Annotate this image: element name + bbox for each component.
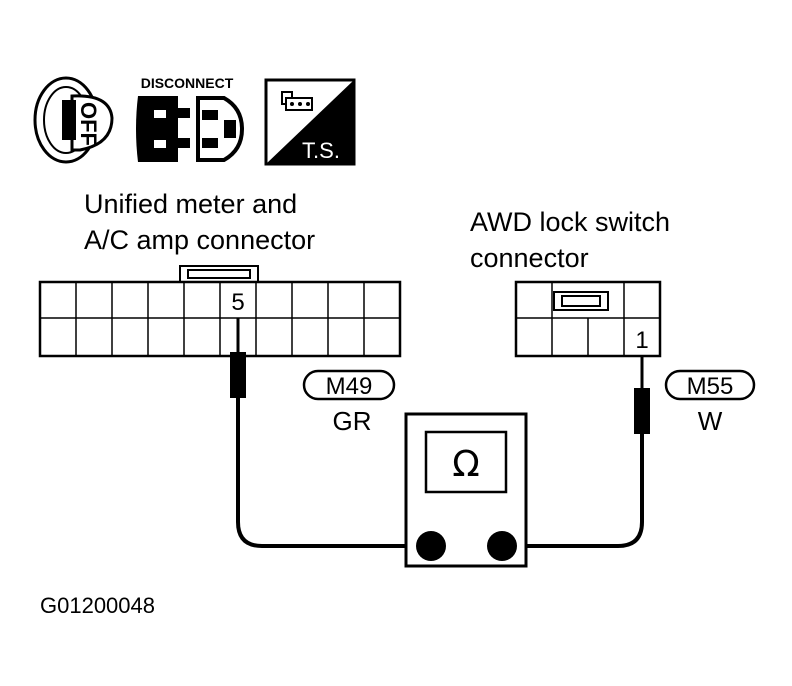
left-connector-label-line1: Unified meter and bbox=[84, 189, 298, 219]
right-probe bbox=[524, 356, 650, 548]
left-probe bbox=[230, 318, 408, 548]
trouble-shooting-icon: T.S. bbox=[264, 78, 356, 166]
left-wire-color: GR bbox=[333, 406, 372, 436]
m49-badge: M49 GR bbox=[302, 369, 396, 436]
m55-code: M55 bbox=[687, 373, 734, 400]
ohmmeter-icon: Ω bbox=[404, 412, 528, 568]
left-pin-number: 5 bbox=[231, 289, 244, 316]
disconnect-connector-icon: DISCONNECT bbox=[136, 75, 245, 162]
right-wire-color: W bbox=[698, 406, 723, 436]
m55-badge: M55 W bbox=[664, 369, 756, 436]
right-connector-label-line1: AWD lock switch bbox=[470, 207, 671, 237]
ignition-key-off-icon: OFF bbox=[33, 76, 114, 164]
figure-id: G01200048 bbox=[40, 593, 155, 618]
right-connector-label-line2: connector bbox=[470, 243, 589, 273]
left-connector-label-line2: A/C amp connector bbox=[84, 225, 316, 255]
disconnect-text: DISCONNECT bbox=[141, 75, 234, 91]
ohm-symbol: Ω bbox=[452, 444, 480, 485]
ts-text: T.S. bbox=[302, 138, 340, 163]
right-connector: 1 bbox=[514, 280, 662, 358]
ignition-off-text: OFF bbox=[76, 102, 101, 146]
right-pin-number: 1 bbox=[635, 327, 648, 354]
left-connector: 5 bbox=[38, 265, 402, 358]
m49-code: M49 bbox=[326, 373, 373, 400]
